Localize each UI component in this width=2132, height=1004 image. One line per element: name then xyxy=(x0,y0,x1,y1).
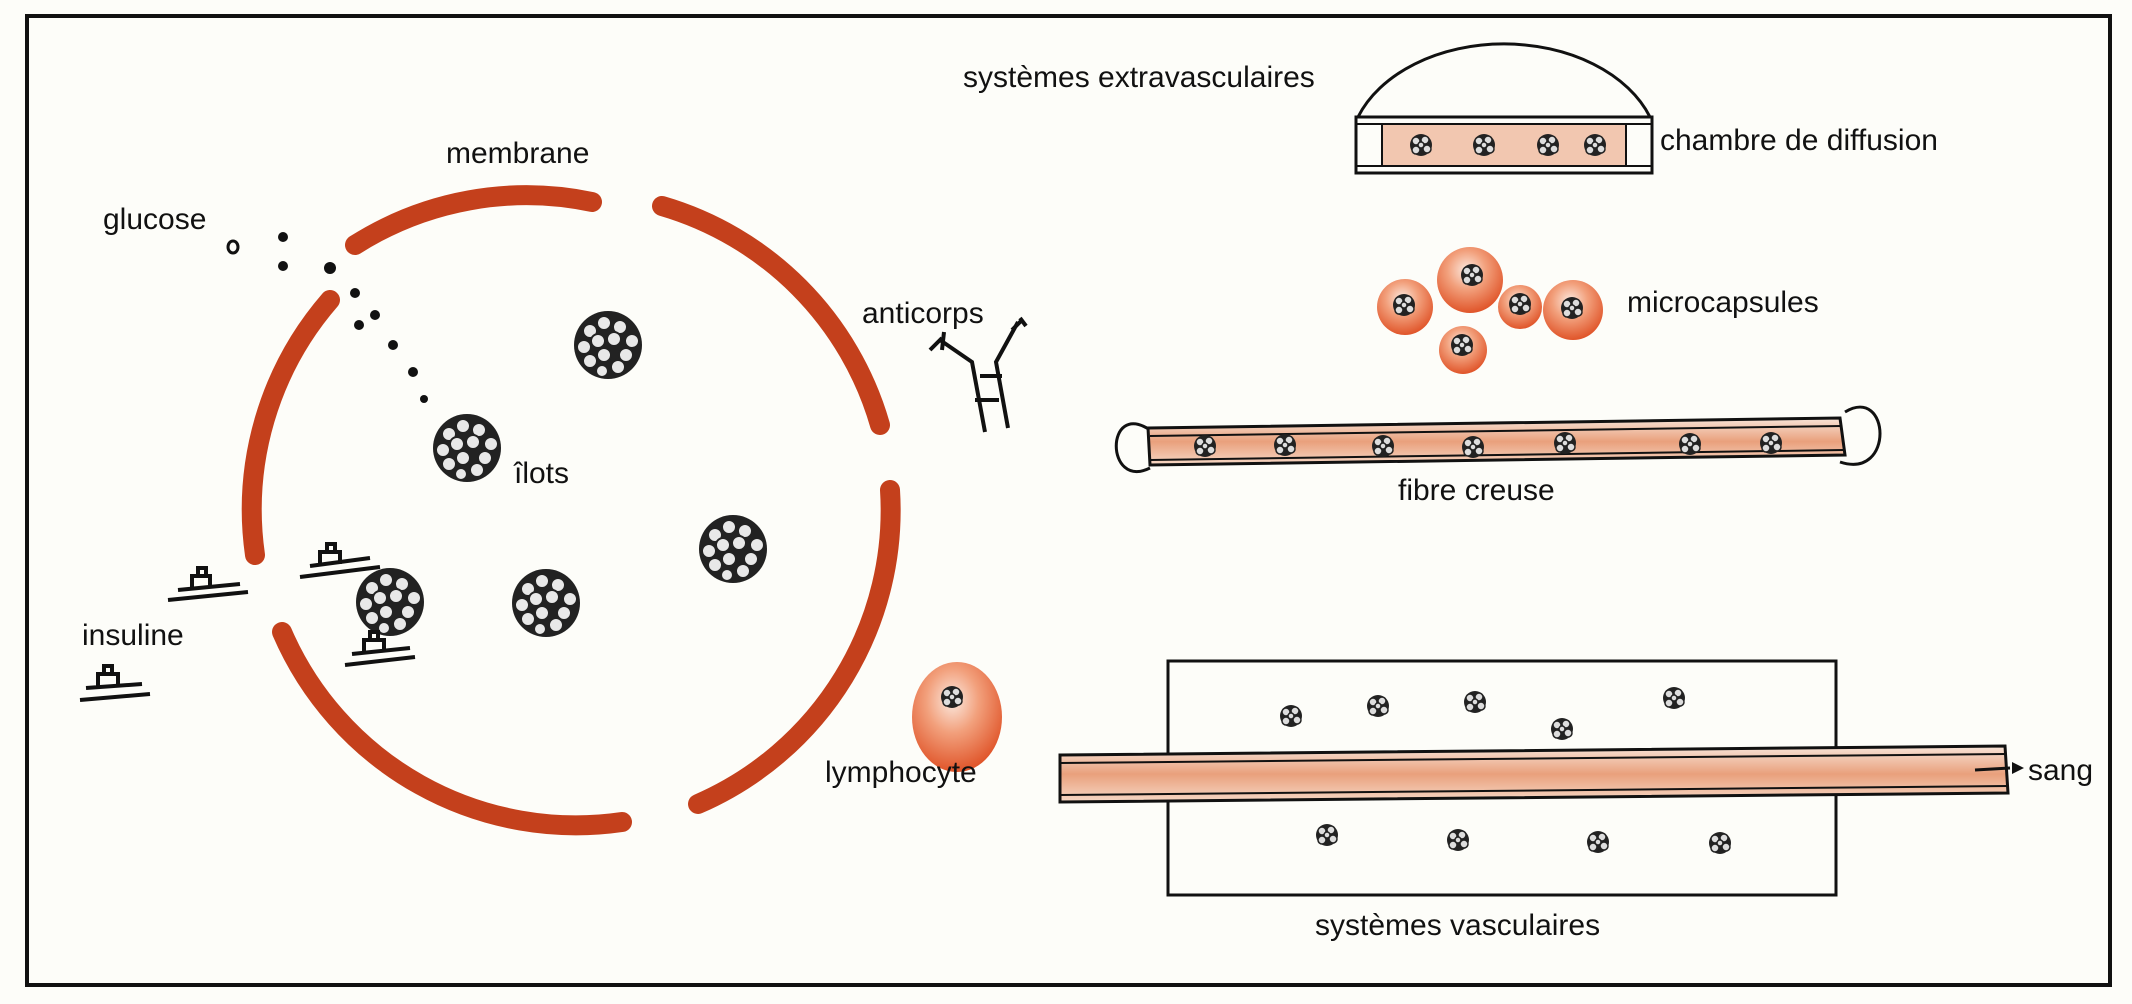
label-microcapsules: microcapsules xyxy=(1627,286,1819,319)
microcapsules xyxy=(1377,247,1603,374)
membrane-segment xyxy=(652,196,890,435)
hollow-fiber xyxy=(1114,405,1882,473)
insulin-icon xyxy=(299,542,381,579)
label-membrane: membrane xyxy=(446,137,589,170)
vascular-system xyxy=(1058,659,2024,897)
membrane-segment xyxy=(241,290,340,565)
label-hollow-fiber: fibre creuse xyxy=(1398,474,1555,507)
figure-frame xyxy=(25,14,2112,987)
label-extravascular-systems: systèmes extravasculaires xyxy=(963,61,1315,94)
membrane-circle xyxy=(241,185,901,836)
membrane-segment xyxy=(272,622,632,836)
label-diffusion-chamber: chambre de diffusion xyxy=(1660,124,1938,157)
membrane-segment xyxy=(688,480,901,814)
blood-flow-arrow-icon xyxy=(1974,762,2024,774)
diffusion-chamber xyxy=(1354,42,1654,175)
insulin-molecules xyxy=(79,542,416,702)
insulin-icon xyxy=(344,630,416,667)
antibody-icon xyxy=(928,316,1028,433)
islet xyxy=(511,568,581,638)
glucose-molecules xyxy=(226,232,428,403)
label-glucose: glucose xyxy=(103,203,206,236)
insulin-icon xyxy=(79,664,151,702)
islet xyxy=(432,413,502,483)
membrane-segment xyxy=(345,185,602,255)
insulin-icon xyxy=(167,566,249,602)
label-blood: sang xyxy=(2028,754,2093,787)
label-insulin: insuline xyxy=(82,619,184,652)
islet xyxy=(698,514,768,584)
label-lymphocyte: lymphocyte xyxy=(825,756,977,789)
islet xyxy=(355,567,425,637)
label-antibodies: anticorps xyxy=(862,297,984,330)
lymphocyte-cell xyxy=(912,662,1002,772)
islet xyxy=(573,310,643,380)
label-islets: îlots xyxy=(513,457,569,490)
label-vascular-systems: systèmes vasculaires xyxy=(1315,909,1600,942)
